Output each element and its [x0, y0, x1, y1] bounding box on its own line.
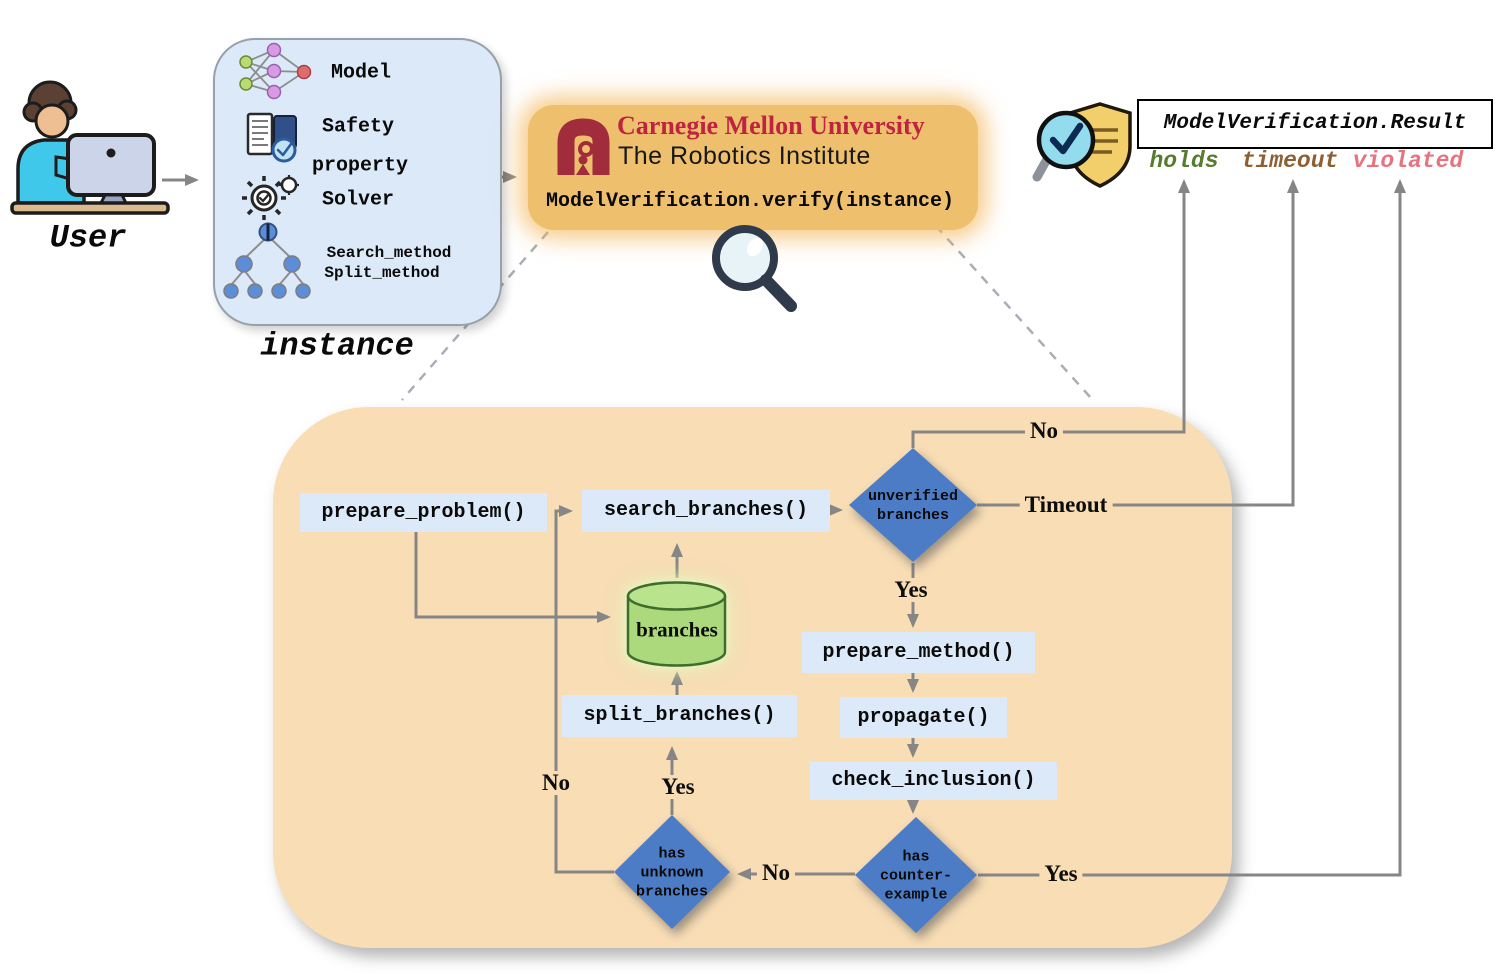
- result-outcome-holds: holds: [1149, 148, 1219, 174]
- safety-property-icon: [246, 112, 297, 163]
- result-outcome-timeout: timeout: [1241, 148, 1339, 174]
- prepare-problem-box: prepare_problem(): [300, 493, 547, 532]
- instance-panel: [213, 38, 502, 326]
- instance-row-split-method-label: Split_method: [324, 264, 440, 282]
- check-inclusion-box: check_inclusion(): [810, 762, 1057, 800]
- verified-shield-icon: [1032, 102, 1132, 188]
- edge-label-yes-to-method: Yes: [889, 578, 933, 602]
- magnifier-icon: [712, 225, 797, 312]
- edge-label-yes-violated: Yes: [1039, 862, 1083, 886]
- search-branches-box: search_branches(): [582, 490, 830, 532]
- instance-row-model-label: Model: [330, 61, 392, 85]
- propagate-box: propagate(): [840, 697, 1007, 738]
- cmu-logo: [557, 118, 610, 175]
- instance-row-search-method-label: Search_method: [326, 244, 452, 262]
- instance-row-safety-label-line1: Safety: [321, 115, 395, 139]
- user-at-computer-icon: [10, 80, 170, 215]
- user-caption: User: [49, 219, 127, 257]
- prepare-method-box: prepare_method(): [802, 632, 1035, 673]
- has-counter-example-label: has counter- example: [879, 848, 953, 904]
- edge-label-no-loop: No: [536, 771, 576, 795]
- has-unknown-branches-label: has unknown branches: [635, 845, 709, 901]
- verify-call-label: ModelVerification.verify(instance): [545, 190, 955, 213]
- split-branches-box: split_branches(): [562, 695, 797, 737]
- result-outcome-violated: violated: [1352, 148, 1464, 174]
- edge-label-no-top: No: [1024, 419, 1064, 443]
- instance-row-solver-label: Solver: [321, 188, 395, 212]
- verify-flow-container: [273, 407, 1232, 948]
- edge-label-timeout: Timeout: [1019, 493, 1113, 517]
- instance-caption: instance: [260, 327, 414, 365]
- branches-store-label: branches: [636, 617, 718, 642]
- edge-label-no-between: No: [756, 861, 796, 885]
- edge-label-yes-split: Yes: [656, 775, 700, 799]
- unverified-branches-label: unverified branches: [867, 488, 959, 524]
- cmu-institute-wordmark: The Robotics Institute: [618, 142, 871, 170]
- search-tree-icon: [223, 222, 311, 299]
- neural-network-icon: [239, 42, 312, 100]
- instance-row-safety-label-line2: property: [311, 154, 409, 178]
- cmu-university-wordmark: Carnegie Mellon University: [617, 111, 925, 140]
- solver-gear-icon: [242, 175, 299, 220]
- result-title-box: ModelVerification.Result: [1137, 99, 1493, 149]
